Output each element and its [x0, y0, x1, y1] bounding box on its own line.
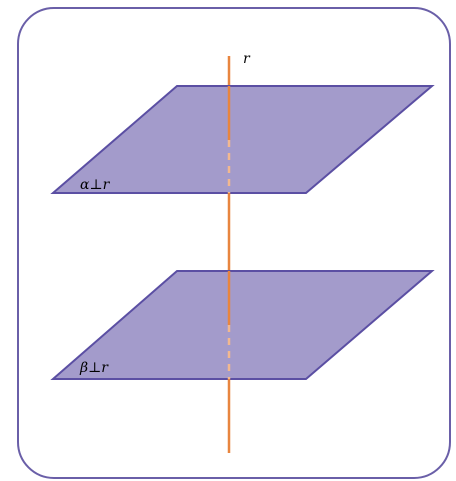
diagram-frame	[17, 7, 451, 479]
plane-alpha	[50, 85, 435, 194]
plane-beta-label: β⊥r	[79, 360, 109, 376]
plane-alpha-label: α⊥r	[80, 177, 111, 193]
plane-beta	[50, 270, 435, 380]
line-r-label: r	[243, 51, 251, 67]
